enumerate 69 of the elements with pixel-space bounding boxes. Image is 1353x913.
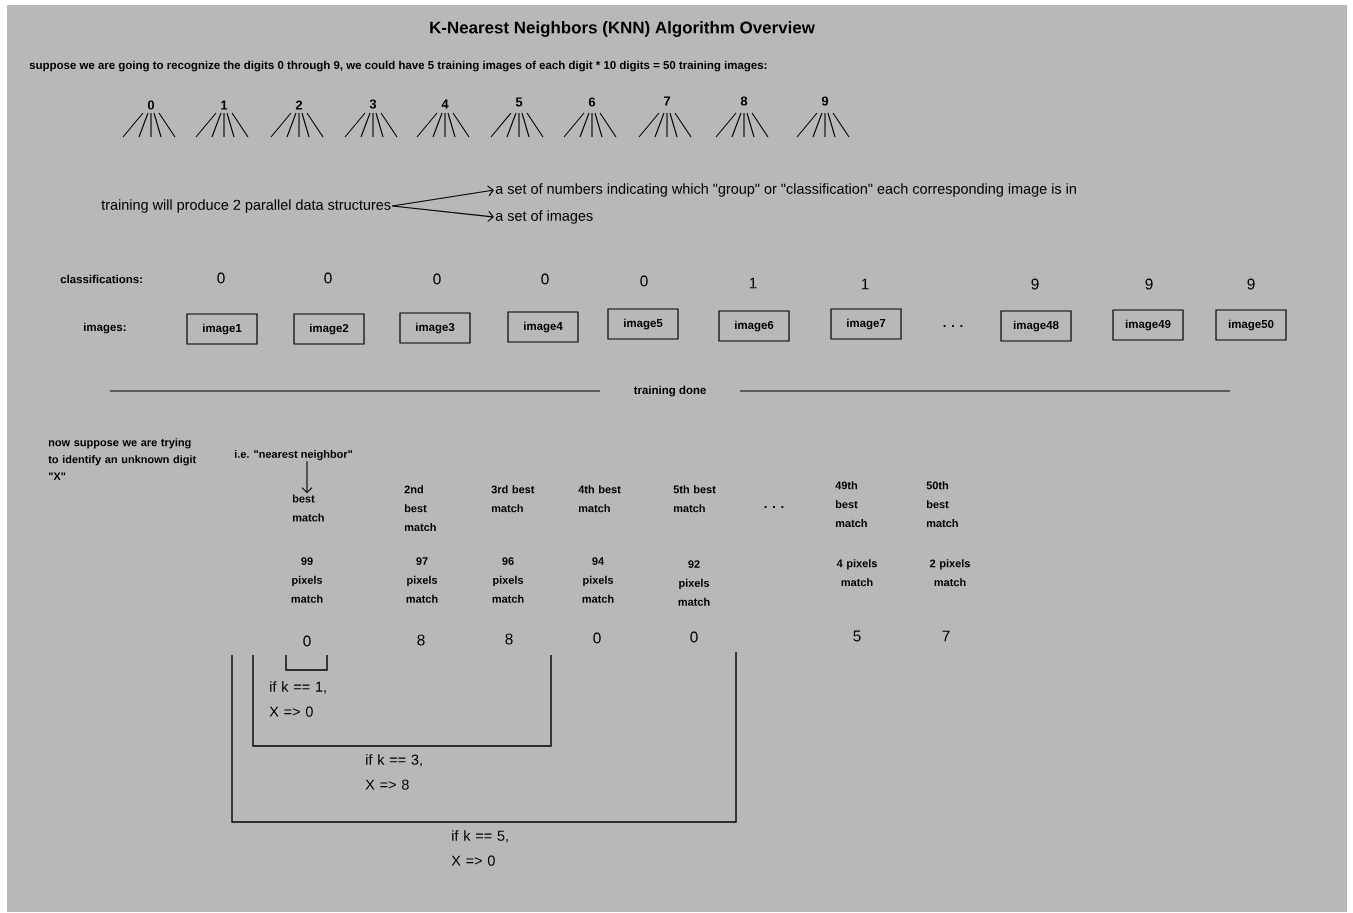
image-box: image2 (293, 313, 365, 345)
pixel-count: 97 pixels match (406, 557, 438, 603)
class-label: 8 (505, 633, 513, 645)
ellipsis: . . . (764, 506, 784, 508)
image-box: image1 (186, 313, 258, 345)
image-box: image48 (1000, 310, 1072, 342)
class-label: 0 (541, 273, 549, 285)
match-rank: 3rd best match (491, 485, 535, 513)
class-label: 9 (1247, 278, 1255, 290)
image-box: image4 (507, 311, 579, 343)
class-label: 9 (1031, 278, 1039, 290)
arrow (301, 460, 313, 494)
note-text: now suppose we are trying to identify an unknown digit "X" (48, 438, 196, 480)
image-box: image7 (830, 308, 902, 340)
pixel-count: 92 pixels match (678, 560, 710, 606)
digit-label: 2 (295, 100, 303, 110)
match-rank: best match (292, 494, 324, 522)
class-label: 9 (1145, 278, 1153, 290)
pixel-count: 99 pixels match (291, 557, 323, 603)
class-label: 1 (749, 277, 757, 289)
image-box: image6 (718, 310, 790, 342)
class-label: 0 (217, 272, 225, 284)
text: a set of images (495, 210, 593, 224)
pixel-count: 4 pixels match (836, 559, 877, 587)
digit-label: 4 (441, 99, 449, 109)
class-label: 0 (303, 635, 311, 647)
text: a set of numbers indicating which "group" or "classification" each corresponding image is in (495, 183, 1076, 197)
class-label: 0 (640, 275, 648, 287)
class-label: 0 (433, 273, 441, 285)
digit-label: 8 (740, 96, 748, 106)
row-label: classifications: (60, 274, 142, 284)
digit-label: 3 (369, 99, 377, 109)
digit-label: 9 (821, 96, 829, 106)
match-rank: 49th best match (835, 481, 867, 528)
class-label: 0 (324, 272, 332, 284)
condition-text: if k == 1, X => 0 (269, 681, 326, 717)
class-label: 1 (861, 278, 869, 290)
digit-label: 7 (663, 96, 671, 106)
image-box: image49 (1112, 309, 1184, 341)
match-rank: 50th best match (926, 481, 958, 528)
image-box: image5 (607, 308, 679, 340)
condition-text: if k == 3, X => 8 (365, 754, 422, 790)
class-label: 8 (417, 634, 425, 646)
pixel-count: 94 pixels match (582, 557, 614, 603)
ellipsis: . . . (943, 325, 963, 327)
class-label: 5 (853, 630, 861, 642)
class-label: 0 (690, 631, 698, 643)
arrow (391, 205, 494, 222)
subtitle: suppose we are going to recognize the digits 0 through 9, we could have 5 training images of each digit * 10 digits = 50 training images: (29, 60, 767, 72)
arrow (391, 185, 494, 207)
image-box: image3 (399, 312, 471, 344)
class-label: 7 (942, 630, 950, 642)
digit-label: 6 (588, 97, 596, 107)
text: training will produce 2 parallel data structures (101, 199, 391, 213)
digit-label: 5 (515, 97, 523, 107)
class-label: 0 (593, 632, 601, 644)
condition-text: if k == 5, X => 0 (451, 830, 508, 866)
title: K-Nearest Neighbors (KNN) Algorithm Overview (430, 21, 815, 37)
match-rank: 2nd best match (404, 485, 436, 532)
pixel-count: 2 pixels match (930, 559, 970, 587)
match-rank: 5th best match (673, 485, 716, 513)
annotation: i.e. "nearest neighbor" (234, 449, 353, 461)
pixel-count: 96 pixels match (492, 557, 524, 603)
match-rank: 4th best match (578, 485, 621, 513)
row-label: images: (84, 322, 126, 334)
image-box: image50 (1215, 309, 1287, 341)
digit-label: 1 (221, 100, 228, 110)
digit-label: 0 (147, 100, 155, 110)
divider-label: training done (633, 385, 706, 397)
